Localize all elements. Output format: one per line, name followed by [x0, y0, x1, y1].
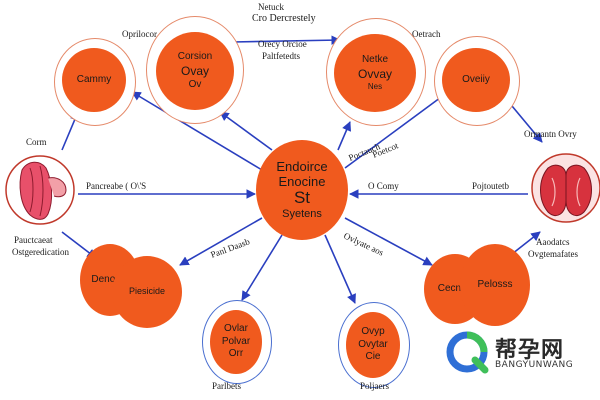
arrow-n10-to-right-organ: [511, 231, 541, 255]
center-line2: Enocine: [278, 173, 326, 189]
logo-text: 帮孕网: [495, 338, 565, 363]
node-n4: Oveiiy: [442, 48, 510, 112]
header-line2: Cro Dercrestely: [252, 13, 316, 24]
node-n8-line3: Cie: [365, 351, 381, 363]
label-left-side: Corm: [26, 137, 47, 147]
node-n3-line2: Ovvay: [357, 66, 392, 81]
node-n8-line2: Ovytar: [358, 338, 388, 350]
label-right-arrow: Pojtoutetb: [472, 181, 510, 191]
node-n10: Pelosss: [460, 244, 530, 326]
node-n1: Cammy: [62, 48, 126, 112]
label-o-conn: O Comy: [368, 181, 399, 191]
label-top-mid-2: Paltfetedts: [262, 51, 300, 61]
node-n9-label: Cecnno: [437, 282, 473, 294]
node-n3-line1: Netke: [361, 54, 389, 66]
node-n2-line1: Corsion: [177, 51, 213, 62]
label-left-bottom-2: Ostgeredication: [12, 247, 69, 257]
arrow-center-to-n7: [241, 234, 283, 301]
left-organ-illustration: [5, 155, 75, 225]
center-line3: St: [293, 187, 311, 207]
node-n8-line1: Ovyp: [361, 326, 385, 338]
center-line1: Endoirce: [276, 159, 328, 175]
arrow-center-to-n3: [337, 121, 352, 151]
bangyunwang-logo: 帮孕网 BANGYUNWANG: [445, 330, 595, 378]
label-left-bottom-1: Pauctcaeat: [14, 235, 53, 245]
node-n3: Netke Ovvay Nes: [334, 34, 416, 112]
node-n2-line2: Ovay: [180, 63, 209, 78]
node-n4-label: Oveiiy: [462, 73, 490, 85]
node-n6: Piesicide: [112, 256, 182, 328]
center-line4: Syetens: [282, 207, 322, 220]
label-right-top: Ormantn Ovry: [524, 129, 577, 139]
logo-mark-icon: [446, 331, 489, 374]
arrow-n4-to-right-organ: [511, 105, 543, 143]
node-n7-line3: Orr: [228, 348, 244, 360]
node-n7: Ovlar Polvar Orr: [210, 310, 262, 374]
logo-subtext: BANGYUNWANG: [495, 360, 574, 370]
label-left-arrow: Pancreabe ( O\'S: [86, 181, 147, 191]
node-n7-line1: Ovlar: [224, 323, 248, 335]
arrow-center-to-n5: [179, 217, 263, 266]
label-right-bottom-2: Ovgtemafates: [528, 249, 578, 259]
label-top-right-small: Oetrach: [412, 29, 441, 39]
node-n6-label: Piesicide: [128, 286, 166, 297]
node-n3-line3: Nes: [367, 81, 383, 91]
node-n1-label: Cammy: [76, 73, 112, 85]
label-top-left-small: Oprilocor: [122, 29, 157, 39]
arrow-center-to-n9: [344, 217, 433, 266]
header-line1: Netuck: [258, 2, 284, 12]
label-top-mid-1: Orecy Orcioe: [258, 39, 307, 49]
node-n7-line2: Polvar: [221, 335, 251, 347]
label-bottom-right: Poljaers: [360, 381, 389, 391]
label-bottom-left: Parlbets: [212, 381, 241, 391]
arrow-center-to-n1: [131, 91, 263, 171]
right-organ-illustration: [531, 153, 600, 223]
node-n8: Ovyp Ovytar Cie: [346, 312, 400, 378]
node-center: Endoirce Enocine St Syetens: [256, 140, 348, 240]
node-n2: Corsion Ovay Ov: [156, 32, 234, 110]
node-n5-label: Denoeid: [91, 273, 129, 285]
node-n10-label: Pelosss: [477, 278, 513, 290]
label-right-bottom-1: Aaodatcs: [536, 237, 570, 247]
arrow-n2-to-n3: [231, 35, 341, 45]
node-n2-line3: Ov: [188, 78, 202, 90]
arrow-center-to-n2: [219, 111, 273, 151]
arrow-center-to-n4: [344, 91, 449, 169]
arrow-center-to-n8: [324, 234, 356, 304]
